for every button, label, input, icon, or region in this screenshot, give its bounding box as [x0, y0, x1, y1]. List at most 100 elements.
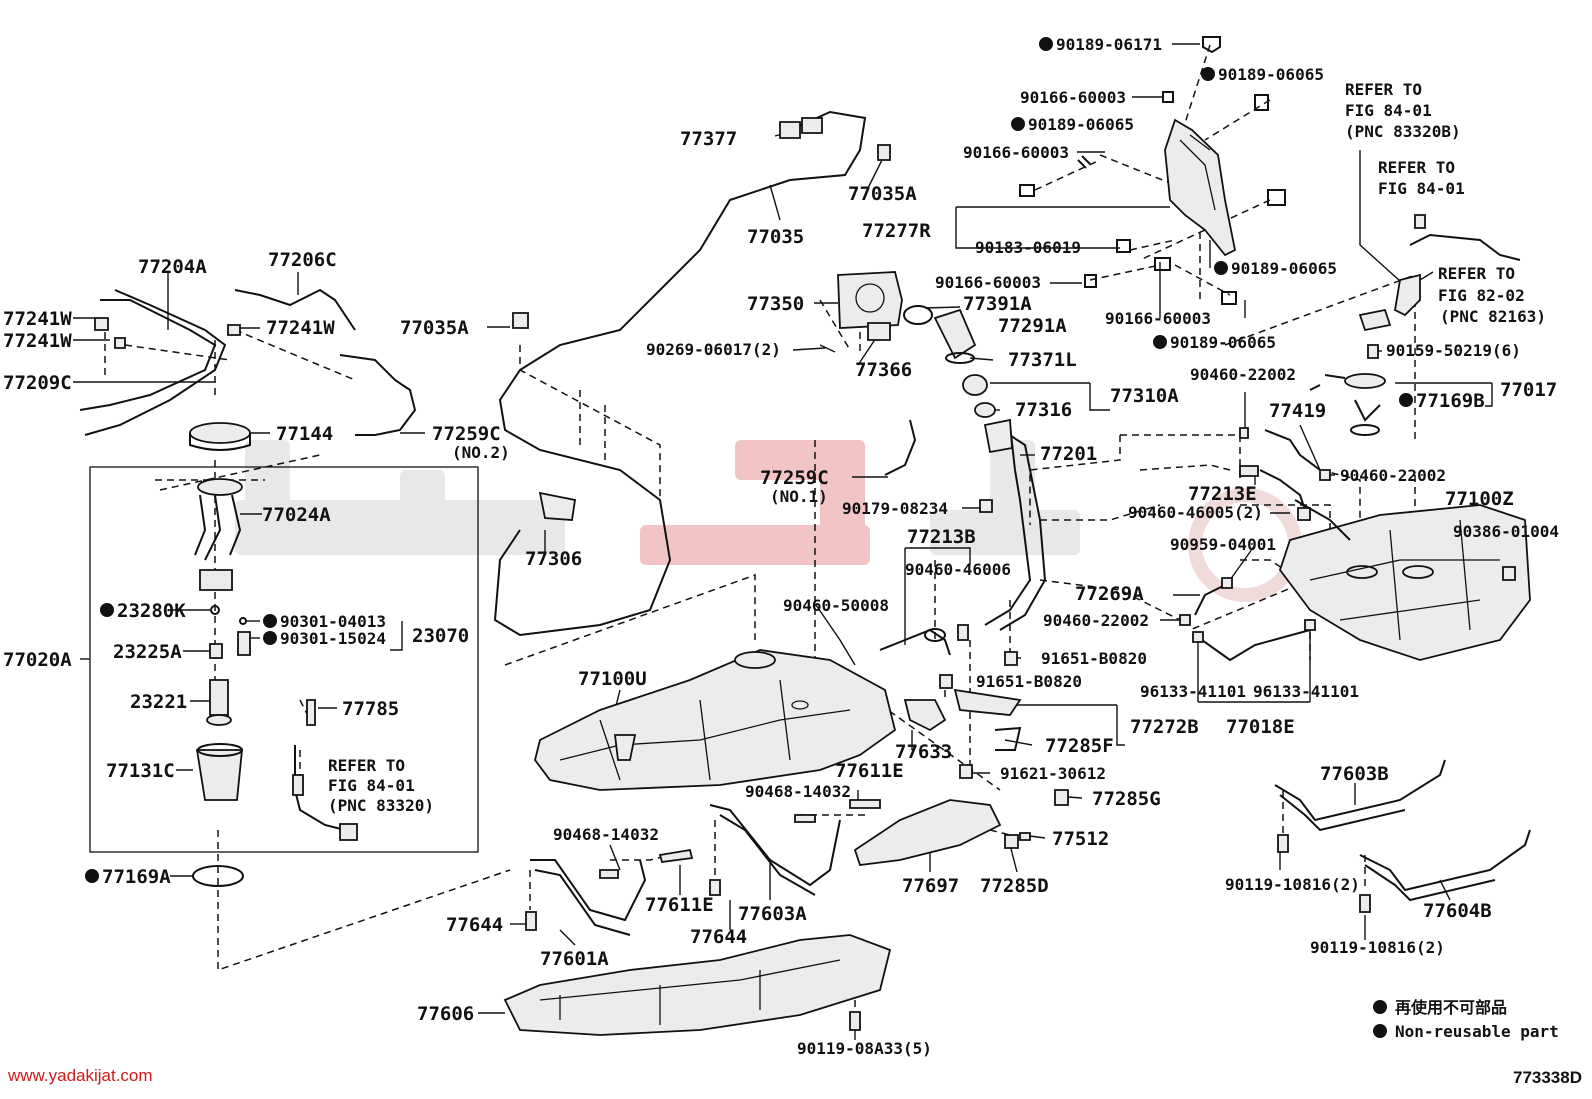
part-label: 90189-06065	[1218, 65, 1324, 84]
non-reusable-marker	[1399, 393, 1413, 407]
non-reusable-marker	[1201, 67, 1215, 81]
part-label: 77024A	[262, 504, 331, 526]
part-label: 90460-22002	[1340, 466, 1446, 485]
part-label: 90959-04001	[1170, 535, 1276, 554]
part-label: 90301-04013	[280, 612, 386, 631]
part-label: 77277R	[862, 220, 931, 242]
part-label: 90166-60003	[1105, 309, 1211, 328]
part-label: FIG 82-02	[1438, 286, 1525, 305]
non-reusable-marker	[100, 603, 114, 617]
part-label: 77603A	[738, 903, 807, 925]
part-label: 77371L	[1008, 349, 1077, 371]
part-label: 90301-15024	[280, 629, 386, 648]
part-label: 77419	[1269, 400, 1326, 422]
part-label: 77241W	[3, 330, 72, 352]
part-label: 77213E	[1188, 483, 1257, 505]
part-label: 77377	[680, 128, 737, 150]
non-reusable-marker	[1214, 261, 1228, 275]
part-label: 77601A	[540, 948, 609, 970]
part-label: 77310A	[1110, 385, 1179, 407]
part-label: 77169A	[102, 866, 171, 888]
part-label: 77100Z	[1445, 488, 1514, 510]
part-label: 77285D	[980, 875, 1049, 897]
part-label: FIG 84-01	[328, 776, 415, 795]
non-reusable-marker	[1039, 37, 1053, 51]
part-label: 90460-22002	[1190, 365, 1296, 384]
part-label: 77350	[747, 293, 804, 315]
part-label: 77269A	[1075, 583, 1144, 605]
part-label: 77633	[895, 741, 952, 763]
part-label: 90166-60003	[935, 273, 1041, 292]
non-reusable-marker	[263, 614, 277, 628]
part-label: 77391A	[963, 293, 1032, 315]
part-label: 90119-10816(2)	[1225, 875, 1360, 894]
part-label: 77259C	[760, 467, 829, 489]
part-label: 77306	[525, 548, 582, 570]
part-label: 77241W	[266, 317, 335, 339]
part-label: 23070	[412, 625, 469, 647]
part-label: 90189-06065	[1231, 259, 1337, 278]
part-label: 96133-41101	[1140, 682, 1246, 701]
part-label: 23221	[130, 691, 187, 713]
part-label: 90183-06019	[975, 238, 1081, 257]
part-label: FIG 84-01	[1345, 101, 1432, 120]
part-label: 90179-08234	[842, 499, 948, 518]
part-label: 91651-B0820	[976, 672, 1082, 691]
part-label: 77316	[1015, 399, 1072, 421]
part-label: 77259C	[432, 423, 501, 445]
part-label: 90189-06065	[1028, 115, 1134, 134]
part-label: 90189-06065	[1170, 333, 1276, 352]
part-label: 90119-08A33(5)	[797, 1039, 932, 1058]
part-label: REFER TO	[1438, 264, 1515, 283]
part-label: 77606	[417, 1003, 474, 1025]
part-label: 77201	[1040, 443, 1097, 465]
part-label: 77017	[1500, 379, 1557, 401]
part-label: REFER TO	[1345, 80, 1422, 99]
non-reusable-marker	[1011, 117, 1025, 131]
non-reusable-marker	[1153, 335, 1167, 349]
part-label: 90468-14032	[745, 782, 851, 801]
part-label: 77020A	[3, 649, 72, 671]
part-label: 90269-06017(2)	[646, 340, 781, 359]
part-label: (PNC 83320B)	[1345, 122, 1461, 141]
part-label: 77611E	[645, 894, 714, 916]
part-label: 77785	[342, 698, 399, 720]
part-label: (PNC 82163)	[1440, 307, 1546, 326]
part-label: 90460-22002	[1043, 611, 1149, 630]
non-reusable-marker	[263, 631, 277, 645]
part-label: 77209C	[3, 372, 72, 394]
part-label: 77035A	[848, 183, 917, 205]
part-label: REFER TO	[328, 756, 405, 775]
part-label: (NO.2)	[452, 443, 510, 462]
part-label: 77144	[276, 423, 333, 445]
part-label: 77285F	[1045, 735, 1114, 757]
figure-code: 773338D	[1512, 1068, 1582, 1087]
part-label: 77366	[855, 359, 912, 381]
part-label: 90460-50008	[783, 596, 889, 615]
part-label: 77131C	[106, 760, 175, 782]
part-label: 77272B	[1130, 716, 1199, 738]
part-label: 77206C	[268, 249, 337, 271]
part-label: (PNC 83320)	[328, 796, 434, 815]
part-label: 91621-30612	[1000, 764, 1106, 783]
part-label: 77291A	[998, 315, 1067, 337]
part-shapes	[79, 36, 1531, 1038]
part-label: 77644	[690, 926, 747, 948]
part-label: 90166-60003	[1020, 88, 1126, 107]
part-label: 90166-60003	[963, 143, 1069, 162]
part-label: 90119-10816(2)	[1310, 938, 1445, 957]
part-label: 77035A	[400, 317, 469, 339]
part-label: 77512	[1052, 828, 1109, 850]
part-label: 91651-B0820	[1041, 649, 1147, 668]
part-label: 77213B	[907, 526, 976, 548]
part-label: 77697	[902, 875, 959, 897]
legend-non-reusable-jp: 再使用不可部品	[1395, 998, 1507, 1017]
legend-non-reusable-en: Non-reusable part	[1395, 1022, 1559, 1041]
part-label: 77603B	[1320, 763, 1389, 785]
part-label: 77018E	[1226, 716, 1295, 738]
part-label: 77644	[446, 914, 503, 936]
part-label: 77204A	[138, 256, 207, 278]
part-label: (NO.1)	[770, 487, 828, 506]
part-label: 90386-01004	[1453, 522, 1559, 541]
